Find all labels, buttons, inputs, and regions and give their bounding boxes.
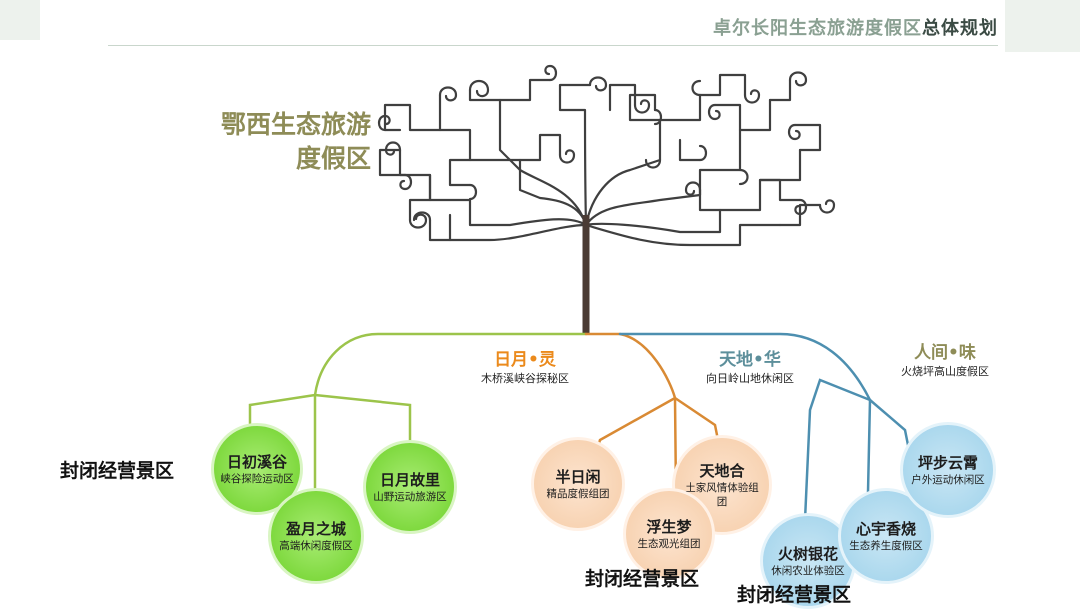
node-subtitle: 户外运动休闲区 — [911, 473, 985, 486]
tree-crown-icon — [377, 64, 836, 247]
node-riyue-guli[interactable]: 日月故里 山野运动旅游区 — [363, 440, 457, 534]
page-title-suffix: 总体规划 — [922, 18, 998, 39]
node-richu-xigu[interactable]: 日初溪谷 峡谷探险运动区 — [211, 423, 303, 515]
zone-subtitle-riyue: 木桥溪峡谷探秘区 — [481, 372, 569, 385]
zone-subtitle-tiandi: 向日岭山地休闲区 — [706, 372, 794, 385]
node-subtitle: 生态养生度假区 — [849, 539, 923, 552]
node-title: 坪步云霄 — [917, 453, 978, 472]
node-subtitle: 精品度假组团 — [546, 487, 610, 500]
node-subtitle: 峡谷探险运动区 — [220, 472, 294, 485]
closed-area-label-right: 封闭经营景区 — [737, 584, 852, 606]
corner-decoration-right — [1005, 0, 1080, 52]
node-banrixian[interactable]: 半日闲 精品度假组团 — [531, 437, 625, 531]
node-title: 天地合 — [699, 461, 745, 480]
node-title: 日月故里 — [379, 470, 440, 489]
theme-title-line1: 鄂西生态旅游 — [220, 110, 371, 139]
node-title: 火树银花 — [777, 544, 838, 563]
closed-area-label-middle: 封闭经营景区 — [585, 568, 700, 590]
node-title: 盈月之城 — [285, 519, 346, 538]
corner-decoration-left — [0, 0, 40, 40]
zone-title-riyue: 日月•灵 — [494, 350, 556, 370]
node-pingbu-yunxiao[interactable]: 坪步云霄 户外运动休闲区 — [900, 422, 996, 518]
header-divider — [108, 45, 998, 46]
zone-title-tiandi: 天地•华 — [719, 350, 781, 370]
node-subtitle: 休闲农业体验区 — [771, 564, 845, 577]
node-fushengmeng[interactable]: 浮生梦 生态观光组团 — [623, 488, 715, 580]
zone-subtitle-renjian: 火烧坪高山度假区 — [901, 365, 989, 378]
node-subtitle: 高端休闲度假区 — [279, 539, 353, 552]
node-subtitle: 山野运动旅游区 — [373, 490, 447, 503]
node-subtitle: 土家风情体验组团 — [685, 481, 759, 508]
page-title: 卓尔长阳生态旅游度假区总体规划 — [713, 14, 998, 40]
theme-title-line2: 度假区 — [295, 144, 371, 173]
node-yingyue-zhicheng[interactable]: 盈月之城 高端休闲度假区 — [268, 488, 364, 584]
node-subtitle: 生态观光组团 — [637, 537, 701, 550]
node-title: 日初溪谷 — [226, 452, 287, 471]
closed-area-label-left: 封闭经营景区 — [60, 460, 175, 482]
node-title: 心宇香烧 — [855, 519, 916, 538]
node-title: 半日闲 — [555, 467, 601, 486]
node-title: 浮生梦 — [646, 517, 692, 536]
branch-lines — [248, 332, 910, 522]
zone-title-renjian: 人间•味 — [914, 343, 976, 363]
theme-title: 鄂西生态旅游 度假区 — [196, 108, 371, 176]
page-title-main: 卓尔长阳生态旅游度假区 — [713, 18, 922, 39]
